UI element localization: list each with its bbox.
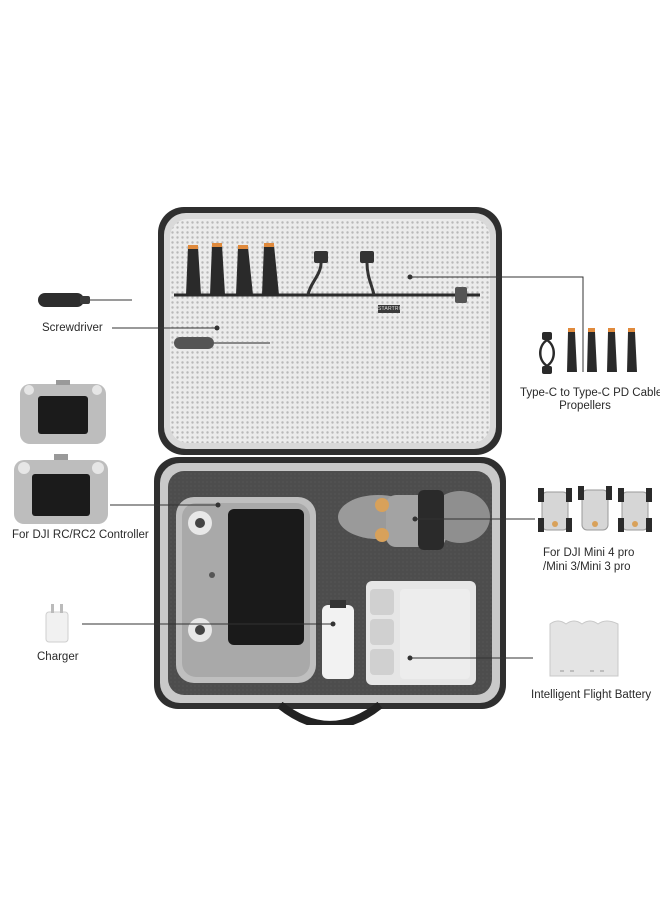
remote-controller-icon (12, 452, 110, 528)
charger-icon (44, 604, 70, 644)
case-illustration (154, 207, 506, 725)
propellers-label: Propellers (559, 400, 611, 412)
drone-label-line2: /Mini 3/Mini 3 pro (543, 561, 631, 573)
drone-icon (536, 484, 656, 538)
screwdriver-label: Screwdriver (42, 322, 103, 334)
brand-tag: STARTRC (378, 306, 403, 312)
charger-label: Charger (37, 651, 79, 663)
controller-label: For DJI RC/RC2 Controller (12, 529, 149, 541)
cable-icon (536, 330, 558, 376)
drone-label-line1: For DJI Mini 4 pro (543, 547, 635, 559)
screwdriver-icon (36, 290, 136, 310)
carrying-case (150, 205, 510, 725)
battery-label: Intelligent Flight Battery (531, 689, 652, 701)
propeller-icon (564, 326, 644, 376)
remote-controller-icon (18, 378, 108, 448)
cable-label: Type-C to Type-C PD Cable (520, 387, 660, 399)
battery-hub-icon (548, 618, 620, 680)
